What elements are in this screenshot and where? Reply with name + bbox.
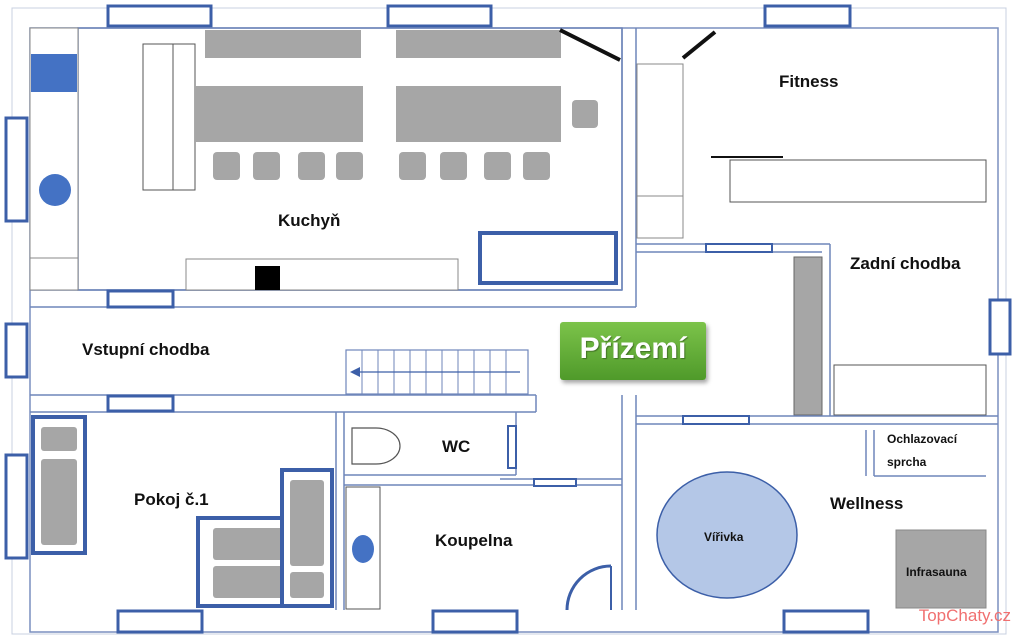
window <box>533 478 577 487</box>
sink-circle <box>39 174 71 206</box>
bathroom-label: Koupelna <box>435 531 513 550</box>
window <box>4 116 29 223</box>
room1-label: Pokoj č.1 <box>134 490 209 509</box>
entrance-corridor-label: Vstupní chodba <box>82 340 210 359</box>
rear-corridor-label: Zadní chodba <box>850 254 961 273</box>
infrasauna-label: Infrasauna <box>906 565 967 579</box>
stove-black <box>255 266 280 290</box>
kitchen-label: Kuchyň <box>278 211 341 230</box>
washbasin <box>352 535 374 563</box>
whirlpool <box>656 471 798 599</box>
window <box>106 394 175 413</box>
chair <box>572 100 598 128</box>
window <box>988 298 1012 356</box>
window <box>386 4 493 28</box>
chair <box>484 152 511 180</box>
door-swing <box>681 30 717 60</box>
cooling-shower-label-2: sprcha <box>887 455 927 469</box>
rear-bench <box>833 364 987 416</box>
window <box>116 609 204 634</box>
dining-table <box>396 86 561 142</box>
window <box>431 609 519 634</box>
corridor-closet <box>793 256 823 416</box>
fitness-label: Fitness <box>779 72 839 91</box>
window <box>106 4 213 28</box>
dining-table <box>195 86 363 142</box>
infrasauna <box>895 529 987 609</box>
window <box>763 4 852 28</box>
kitchen-counter-bottom <box>185 258 459 291</box>
fitness-bench <box>729 159 987 203</box>
bed-side <box>280 468 334 608</box>
window <box>507 425 517 469</box>
window <box>705 243 773 253</box>
kitchen-counter <box>205 30 361 58</box>
window <box>782 609 870 634</box>
bed-single <box>31 415 87 555</box>
watermark: TopChaty.cz <box>918 606 1011 625</box>
chair <box>523 152 550 180</box>
window <box>682 415 750 425</box>
window <box>4 322 29 379</box>
cooling-shower-label-1: Ochlazovací <box>887 432 958 446</box>
fitness-cabinet <box>636 63 684 239</box>
window <box>106 289 175 309</box>
floor-title-badge: Přízemí <box>560 322 706 380</box>
chair <box>399 152 426 180</box>
kitchen-counter-tall <box>142 43 196 191</box>
staircase <box>345 349 529 395</box>
whirlpool-label: Vířivka <box>704 530 744 544</box>
chair <box>336 152 363 180</box>
chair <box>253 152 280 180</box>
door-swing <box>559 28 621 62</box>
kitchen-island <box>478 231 618 285</box>
window <box>4 453 29 560</box>
wellness-label: Wellness <box>830 494 904 513</box>
chair <box>298 152 325 180</box>
toilet <box>351 427 401 465</box>
fridge-blue <box>31 54 77 92</box>
kitchen-counter <box>396 30 561 58</box>
door-arc <box>565 564 612 611</box>
wc-label: WC <box>442 437 471 456</box>
chair <box>440 152 467 180</box>
chair <box>213 152 240 180</box>
